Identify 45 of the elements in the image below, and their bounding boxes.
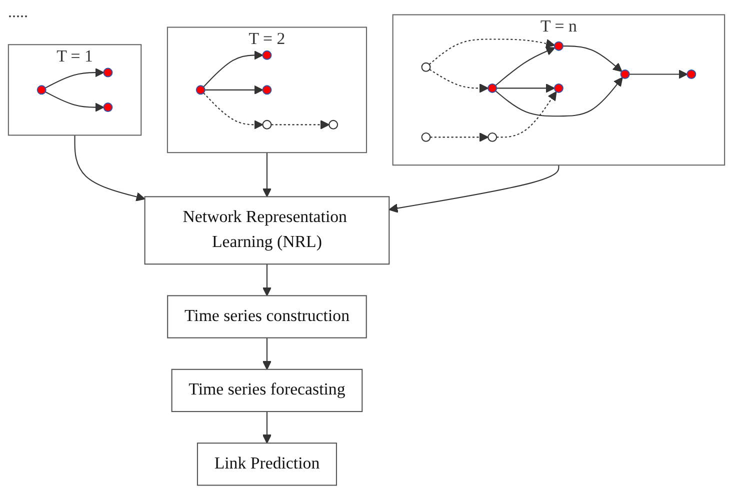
arrow — [45, 91, 104, 112]
cluster: T = 1 — [8, 44, 142, 136]
node-circle — [620, 70, 630, 79]
node-circle — [421, 62, 431, 72]
node-circle — [421, 132, 431, 142]
cluster: T = n — [392, 14, 726, 166]
arrow — [203, 50, 264, 88]
arrow — [74, 135, 146, 202]
node-circle — [196, 85, 206, 95]
arrow — [629, 70, 688, 79]
node-circle — [686, 70, 696, 79]
cluster: T = 2 — [166, 26, 368, 154]
node-circle — [36, 85, 46, 95]
arrow — [496, 84, 555, 93]
arrow — [429, 68, 489, 93]
arrow — [203, 92, 264, 130]
node-circle — [262, 85, 272, 95]
node-circle — [554, 41, 564, 51]
arrow — [430, 132, 489, 142]
arrow — [428, 38, 555, 65]
node-circle — [262, 120, 272, 130]
node-circle — [103, 68, 113, 78]
arrow — [262, 152, 272, 198]
node-circle — [554, 83, 564, 93]
node-circle — [328, 120, 338, 130]
node-circle — [488, 132, 498, 142]
node-box: Network Representation Learning (NRL) — [144, 196, 390, 265]
node-box: Link Prediction — [196, 442, 337, 486]
arrow — [262, 412, 272, 444]
arrow — [388, 165, 560, 213]
node-circle — [103, 102, 113, 112]
arrow — [204, 85, 264, 95]
node-circle — [262, 50, 272, 60]
node-circle — [488, 83, 498, 93]
arrow — [262, 338, 272, 370]
arrow — [45, 68, 104, 88]
arrow — [271, 120, 330, 130]
arrow — [562, 46, 622, 72]
arrow — [495, 46, 556, 86]
arrow — [496, 91, 557, 138]
arrow — [495, 77, 623, 117]
ellipsis-dots: ..... — [8, 4, 28, 21]
arrow — [262, 264, 272, 296]
node-box: Time series construction — [167, 295, 367, 338]
node-box: Time series forecasting — [171, 368, 363, 412]
